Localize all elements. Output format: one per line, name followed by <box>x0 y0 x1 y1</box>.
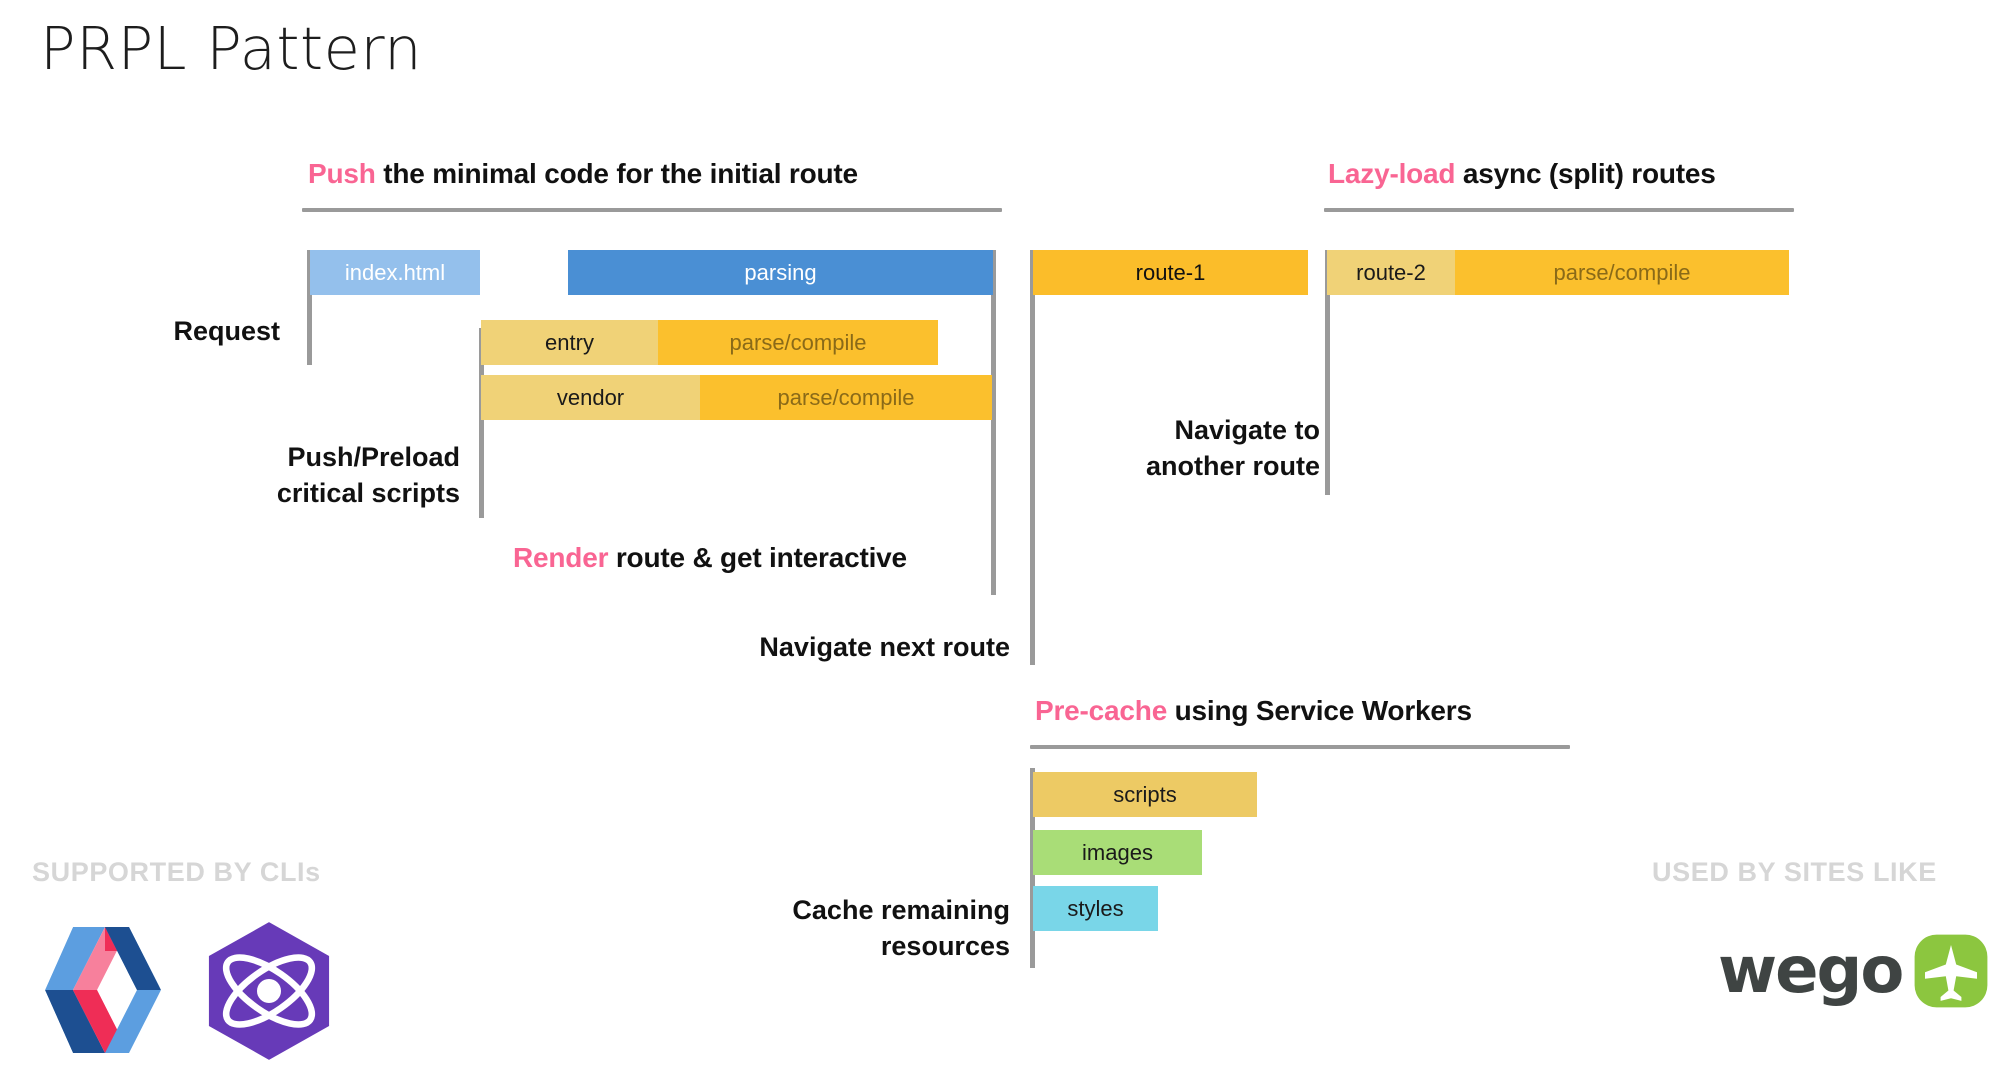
bar-segment-entry-download: entry <box>481 320 658 365</box>
bar-styles[interactable]: styles <box>1033 886 1158 931</box>
section-keyword-render: Render <box>513 542 609 573</box>
bar-label-route-1: route-1 <box>1135 259 1206 285</box>
section-heading-push: Push the minimal code for the initial ro… <box>308 158 858 190</box>
bar-segment-vendor-parse: parse/compile <box>700 375 992 420</box>
bar-entry[interactable]: entry parse/compile <box>481 320 938 365</box>
caption-supported-by: SUPPORTED BY CLIs <box>32 857 321 887</box>
section-rule-precache <box>1030 745 1570 749</box>
bar-segment-entry-parse: parse/compile <box>658 320 938 365</box>
section-heading-precache: Pre-cache using Service Workers <box>1035 695 1472 727</box>
bar-vendor[interactable]: vendor parse/compile <box>481 375 992 420</box>
bar-label-vendor: vendor <box>556 384 625 410</box>
bar-label-vendor-parse: parse/compile <box>777 384 915 410</box>
bar-images[interactable]: images <box>1033 830 1202 875</box>
guide-line-render <box>991 250 996 595</box>
bar-index-html[interactable]: index.html <box>310 250 480 295</box>
guide-line-request <box>307 250 312 365</box>
page-title: PRPL Pattern <box>40 14 423 83</box>
section-heading-lazy: Lazy-load async (split) routes <box>1328 158 1716 190</box>
wego-wordmark: wego <box>1718 934 1904 1008</box>
bar-segment-vendor-download: vendor <box>481 375 700 420</box>
section-keyword-precache: Pre-cache <box>1035 695 1168 726</box>
guide-line-cache <box>1030 768 1035 968</box>
bar-segment-route2-parse: parse/compile <box>1455 250 1789 295</box>
bar-label-index-html: index.html <box>344 259 446 285</box>
bar-route-1[interactable]: route-1 <box>1033 250 1308 295</box>
section-rest-push: the minimal code for the initial route <box>375 158 858 189</box>
guide-line-navigate-another <box>1325 250 1330 495</box>
bar-label-route-2: route-2 <box>1356 259 1426 285</box>
bar-route-2[interactable]: route-2 parse/compile <box>1327 250 1789 295</box>
section-rest-precache: using Service Workers <box>1167 695 1472 726</box>
label-push-preload: Push/Preload critical scripts <box>276 442 460 508</box>
label-request: Request <box>173 316 280 346</box>
section-heading-render: Render route & get interactive <box>513 542 907 574</box>
bar-scripts[interactable]: scripts <box>1033 772 1257 817</box>
airplane-icon <box>1914 934 1988 1008</box>
bar-label-entry: entry <box>545 329 594 355</box>
bar-label-entry-parse: parse/compile <box>729 329 867 355</box>
wego-logo: wego <box>1718 932 1990 1022</box>
section-rule-lazy <box>1324 208 1794 212</box>
label-cache-remaining: Cache remaining resources <box>792 895 1010 961</box>
bar-label-images: images <box>1082 839 1153 865</box>
bar-segment-route2-download: route-2 <box>1327 250 1455 295</box>
bar-label-scripts: scripts <box>1113 781 1177 807</box>
preact-atom-logo-icon <box>200 920 338 1062</box>
guide-line-navigate-next <box>1030 250 1035 665</box>
section-keyword-lazy: Lazy-load <box>1328 158 1456 189</box>
section-rest-lazy: async (split) routes <box>1455 158 1716 189</box>
bar-parsing[interactable]: parsing <box>568 250 993 295</box>
label-navigate-next: Navigate next route <box>759 632 1010 662</box>
caption-used-by: USED BY SITES LIKE <box>1652 857 1937 887</box>
bar-label-styles: styles <box>1067 895 1124 921</box>
section-rest-render: route & get interactive <box>608 542 907 573</box>
polymer-logo-icon <box>38 925 168 1055</box>
bar-label-route2-parse: parse/compile <box>1553 259 1691 285</box>
guide-line-push-preload <box>479 328 484 518</box>
section-keyword-push: Push <box>308 158 376 189</box>
bar-label-parsing: parsing <box>744 259 817 285</box>
section-rule-push <box>302 208 1002 212</box>
label-navigate-another: Navigate to another route <box>1145 415 1320 481</box>
